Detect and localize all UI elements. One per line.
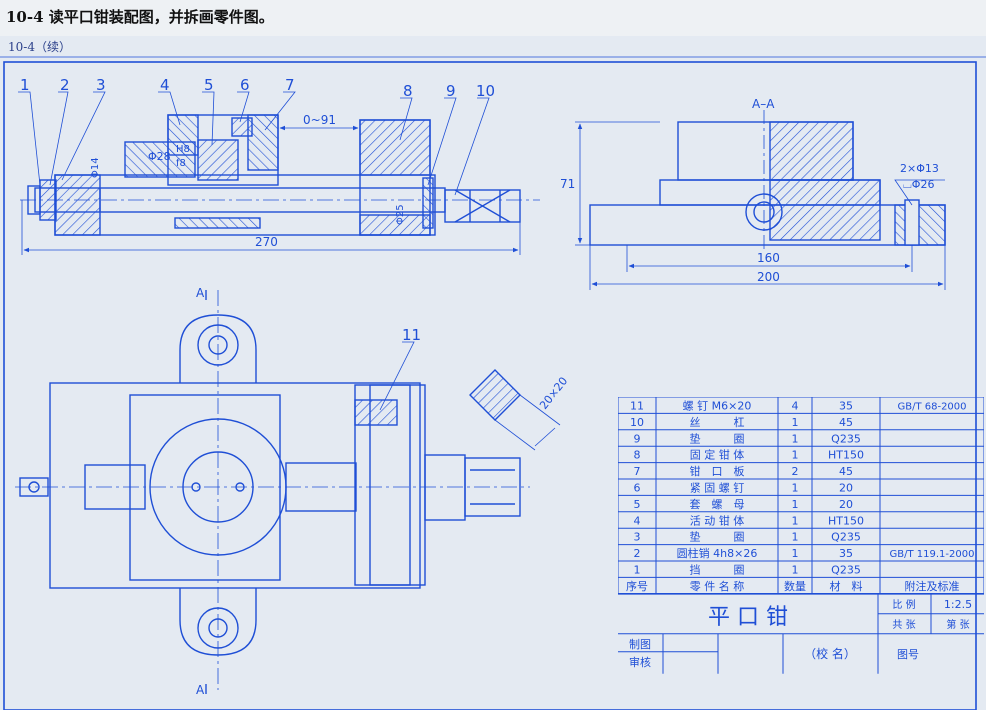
dim-height: 71 [560, 177, 575, 191]
dim-travel: 0~91 [303, 113, 336, 127]
balloon-6: 6 [240, 76, 250, 94]
bom-mat-cell: Q235 [831, 432, 861, 445]
dim-outer: 200 [757, 270, 780, 284]
bom-name-cell: 螺 钉 M6×20 [683, 400, 752, 413]
dim-holes: 2×Φ13 [900, 162, 939, 175]
bom-no-cell: 2 [634, 547, 641, 560]
school-label: （校 名） [804, 646, 856, 661]
bom-no-cell: 6 [634, 482, 641, 495]
bom-header-qty: 数量 [784, 580, 806, 593]
bom-name-cell: 紧 固 螺 钉 [690, 482, 745, 495]
bom-no-cell: 3 [634, 531, 641, 544]
cut-label-bottom: A [196, 683, 205, 697]
sheet-no-label: 第 张 [946, 618, 969, 631]
bom-qty-cell: 1 [792, 531, 799, 544]
bom-no-cell: 9 [634, 432, 641, 445]
bom-qty-cell: 2 [792, 465, 799, 478]
bom-mat-cell: 35 [839, 547, 853, 560]
bom-name-cell: 挡 圈 [690, 563, 745, 577]
section-label: A–A [752, 97, 775, 111]
bom-header-note: 附注及标准 [905, 579, 960, 593]
bom-mat-cell: 20 [839, 482, 853, 495]
bom-qty-cell: 1 [792, 432, 799, 445]
bom-no-cell: 5 [634, 498, 641, 511]
dim-square: 20×20 [537, 375, 570, 412]
balloon-10: 10 [476, 82, 495, 100]
bom-mat-cell: Q235 [831, 564, 861, 577]
dim-d25: Φ25 [395, 204, 406, 225]
bom-name-cell: 活 动 钳 体 [690, 513, 745, 527]
bom-mat-cell: HT150 [828, 449, 864, 462]
balloon-11: 11 [402, 326, 421, 344]
bom-mat-cell: 20 [839, 498, 853, 511]
drawn-label: 制图 [629, 638, 651, 651]
bom-name-cell: 套 螺 母 [690, 498, 745, 511]
bom-name-cell: 圆柱销 4h8×26 [677, 546, 758, 560]
bom-name-cell: 钳 口 板 [690, 464, 745, 478]
bom-mat-cell: 45 [839, 465, 853, 478]
bom-mat-cell: 45 [839, 416, 853, 429]
top-view [15, 290, 530, 694]
balloon-4: 4 [160, 76, 170, 94]
balloon-5: 5 [204, 76, 214, 94]
dim-total-length: 270 [255, 235, 278, 249]
bom-no-cell: 7 [634, 465, 641, 478]
bom-qty-cell: 1 [792, 449, 799, 462]
balloon-8: 8 [403, 82, 413, 100]
dim-inner: 160 [757, 251, 780, 265]
bom-qty-cell: 1 [792, 482, 799, 495]
bom-note-cell: GB/T 68-2000 [897, 402, 966, 413]
bom-no-cell: 10 [630, 416, 644, 429]
bom-qty-cell: 4 [792, 400, 799, 413]
balloon-leaders [18, 91, 490, 411]
dim-cbore: ⌴Φ26 [903, 178, 934, 191]
scale-label: 比 例 [892, 598, 915, 611]
dim-fit-h8: H8 [176, 144, 190, 155]
dim-d14: Φ14 [90, 157, 101, 178]
bom-qty-cell: 1 [792, 547, 799, 560]
bom-mat-cell: 35 [839, 400, 853, 413]
dim-fit-f8: f8 [176, 158, 186, 169]
bom-header-no: 序号 [626, 579, 648, 593]
bom-qty-cell: 1 [792, 416, 799, 429]
balloon-9: 9 [446, 82, 456, 100]
scale-value: 1:2.5 [944, 598, 972, 611]
drawing-no-label: 图号 [897, 648, 919, 661]
page-title: 10-4 读平口钳装配图，并拆画零件图。 [6, 8, 274, 26]
balloon-1: 1 [20, 76, 30, 94]
bom-no-cell: 1 [634, 564, 641, 577]
bom-header-name: 零 件 名 称 [690, 579, 745, 593]
section-view-a-a [575, 110, 946, 290]
bom-qty-cell: 1 [792, 498, 799, 511]
bom-name-cell: 垫 圈 [690, 530, 745, 544]
dim-d28: Φ28 [148, 150, 171, 163]
checked-label: 审核 [629, 655, 651, 669]
balloon-2: 2 [60, 76, 70, 94]
bom-mat-cell: Q235 [831, 531, 861, 544]
cut-label-top: A [196, 286, 205, 300]
header-bar: 10-4 读平口钳装配图，并拆画零件图。 [0, 0, 986, 36]
bom-qty-cell: 1 [792, 514, 799, 527]
bom-mat-cell: HT150 [828, 514, 864, 527]
page-subtitle: 10-4（续） [8, 40, 71, 54]
front-view [20, 114, 540, 255]
sheets-label: 共 张 [892, 619, 915, 631]
bom-note-cell: GB/T 119.1-2000 [890, 549, 975, 560]
bom-name-cell: 丝 杠 [690, 416, 745, 429]
bom-qty-cell: 1 [792, 564, 799, 577]
balloon-3: 3 [96, 76, 106, 94]
bom-no-cell: 8 [634, 449, 641, 462]
assembly-drawing: 270 0~91 Φ28 H8 f8 Φ14 Φ25 1 2 3 4 5 6 7… [0, 56, 986, 710]
bom-name-cell: 垫 圈 [690, 431, 745, 445]
bom-no-cell: 4 [634, 514, 641, 527]
title-block-name: 平 口 钳 [708, 605, 788, 630]
bom-name-cell: 固 定 钳 体 [690, 448, 745, 462]
bom-header-mat: 材 料 [830, 579, 863, 593]
balloon-7: 7 [285, 76, 295, 94]
square-section [469, 369, 561, 451]
bom-no-cell: 11 [630, 400, 644, 413]
sheet-border [3, 61, 977, 710]
